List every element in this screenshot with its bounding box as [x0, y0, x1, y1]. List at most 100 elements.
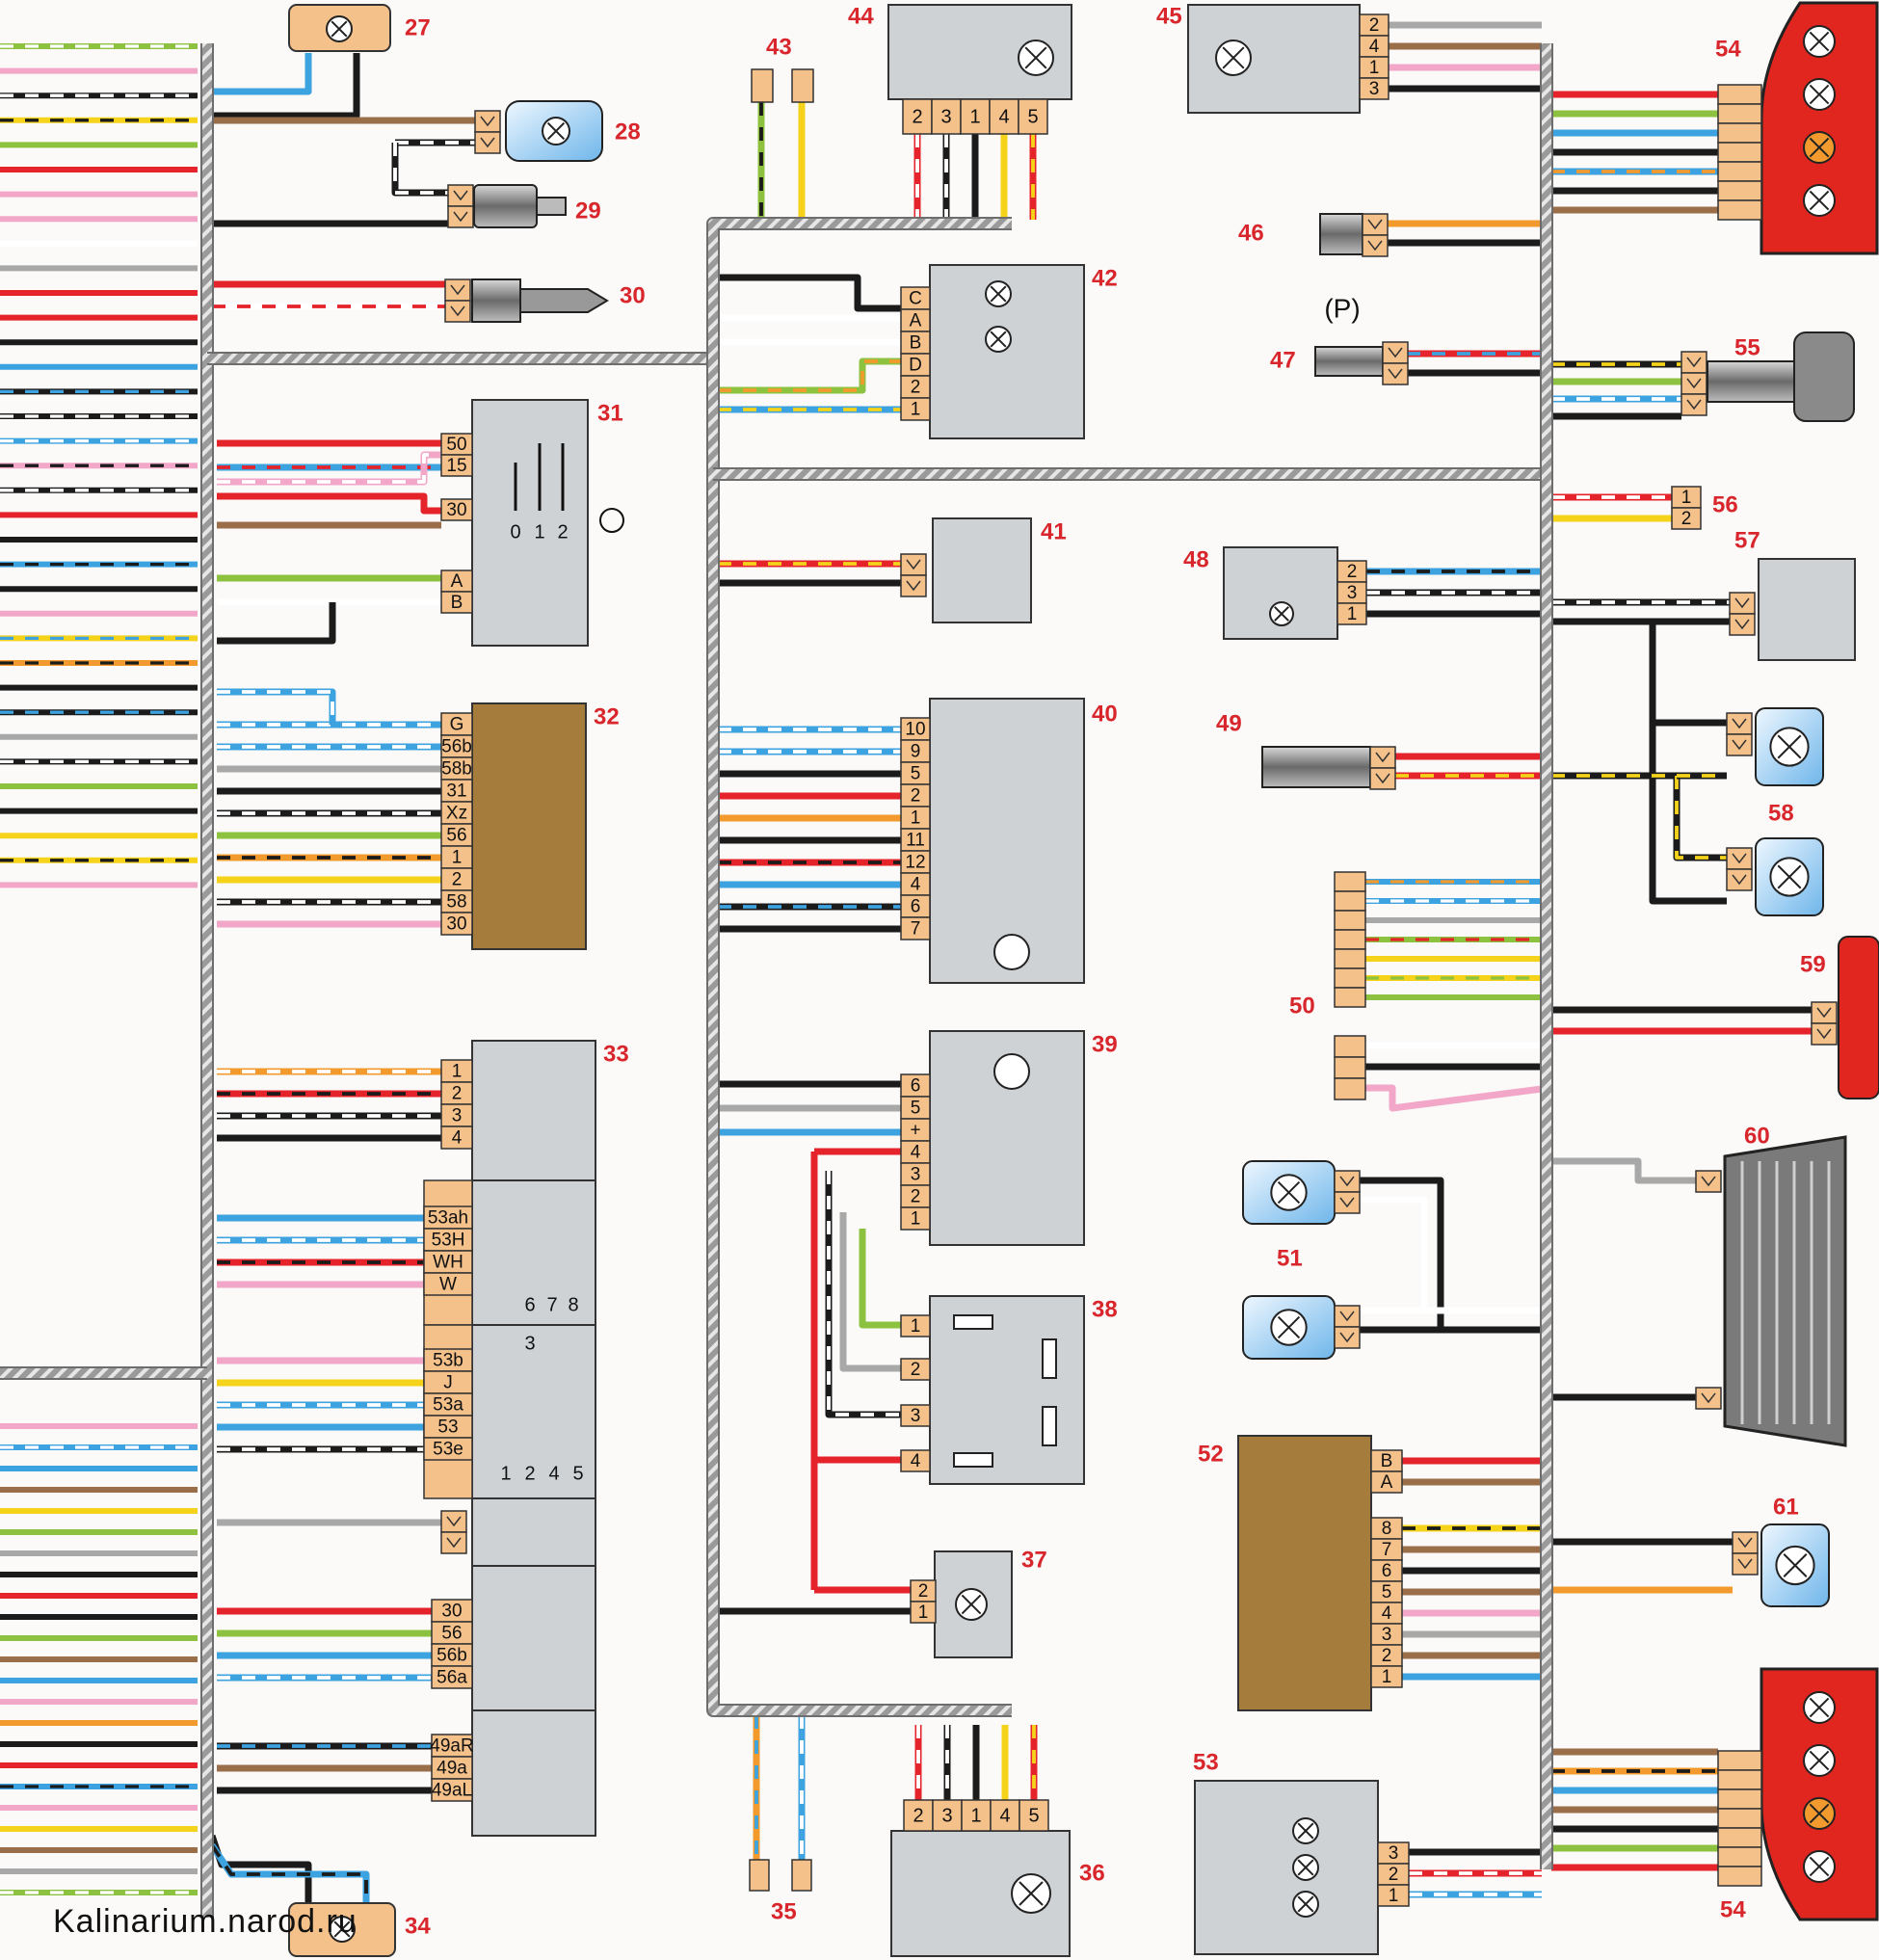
component-number: 45 [1156, 3, 1182, 29]
comp33l-pin-label: 49a [437, 1759, 467, 1779]
comp37-pin-label: 2 [918, 1581, 929, 1602]
component-number: 32 [594, 703, 620, 729]
plug-mark [453, 211, 468, 223]
component-54-rear-light-bottom-pin [1717, 1866, 1762, 1887]
comp33w-pos: 6 [524, 1294, 535, 1315]
comp33w-pin-label: WH [433, 1253, 463, 1273]
comp56-pin [1671, 507, 1702, 530]
plug-58 [1726, 733, 1753, 756]
component-47-switch [1314, 346, 1384, 377]
plug-51 [1334, 1305, 1361, 1328]
key-icon [599, 508, 624, 533]
plug-mark [1388, 368, 1403, 380]
plug-mark [1734, 597, 1750, 609]
comp48-pin-label: 2 [1347, 562, 1358, 582]
plug-mark [1816, 1007, 1832, 1019]
comp33-pin-label: 2 [452, 1084, 463, 1104]
lamp-cross [1024, 46, 1047, 69]
plug-mark [1734, 619, 1750, 630]
comp36-pin-label: 3 [941, 1805, 952, 1826]
comp52-pin [1370, 1665, 1403, 1688]
comp33t-pin [431, 1665, 473, 1689]
comp31-pin-label: 15 [446, 456, 466, 476]
comp32-pin-label: 1 [452, 848, 463, 868]
component-43-plug [751, 68, 774, 103]
component-number: 53 [1193, 1749, 1219, 1775]
lamp-cross [1277, 1315, 1301, 1339]
plug-mark [450, 305, 465, 317]
component-54-rear-light-bottom-pin [1717, 1808, 1762, 1829]
comp44-pin-label: 2 [912, 106, 922, 127]
lamp-cross [1809, 1803, 1830, 1824]
comp33b-pos: 4 [548, 1463, 559, 1484]
comp42-pin-label: A [910, 311, 922, 331]
component-33-turn [471, 1565, 596, 1711]
component-number: 37 [1021, 1547, 1047, 1573]
component-35-plug [791, 1859, 812, 1892]
comp33b-pin-label: 53 [437, 1417, 458, 1438]
comp33w-pin-label: W [439, 1275, 457, 1295]
component-number: 52 [1198, 1441, 1224, 1467]
comp52-pin-label: 4 [1382, 1603, 1392, 1624]
comp33b-pin [423, 1437, 473, 1461]
comp32-pin-label: 56b [441, 737, 472, 757]
component-35-plug [749, 1859, 770, 1892]
component-number: 29 [575, 198, 601, 224]
lamp-cross [1297, 1859, 1314, 1876]
comp53-pin [1377, 1884, 1410, 1907]
comp32-pin-label: 56 [446, 826, 466, 846]
component-57-switch [1758, 558, 1856, 661]
comp39-pin [900, 1206, 931, 1231]
comp40-pin-label: 10 [905, 720, 925, 740]
comp40-pin-label: 1 [911, 808, 921, 829]
comp38-pin-label: 2 [911, 1360, 921, 1380]
component-number: 34 [405, 1913, 431, 1939]
comp31-pin [440, 454, 473, 477]
comp40-pin [900, 916, 931, 940]
component-41-relay [932, 517, 1032, 623]
plug-55 [1681, 393, 1707, 416]
comp33b-pin-label: 53a [433, 1395, 463, 1416]
comp39-pin-label: 1 [911, 1209, 921, 1230]
led-icon-40 [993, 934, 1030, 970]
comp33t-pin-label: 56 [441, 1624, 462, 1644]
plug-mark [480, 137, 495, 148]
component-number: 58 [1768, 800, 1794, 826]
plug-mark [1367, 219, 1383, 230]
component-number: 31 [597, 400, 623, 426]
component-number: 48 [1183, 546, 1209, 572]
plug-46 [1362, 213, 1389, 236]
plug-mark [1701, 1176, 1716, 1187]
resistor [953, 1452, 993, 1468]
comp52-pin-label: 5 [1382, 1582, 1392, 1602]
comp40-pin-label: 7 [911, 919, 921, 940]
comp40-pin-label: 4 [911, 875, 921, 895]
comp33t-pin-label: 30 [441, 1602, 462, 1622]
plug-61 [1732, 1531, 1759, 1554]
wire [859, 1229, 901, 1329]
wire [1649, 622, 1727, 905]
plug-mark [1732, 853, 1747, 864]
component-55-housing [1793, 331, 1855, 422]
comp31-pin-label: 30 [446, 500, 466, 520]
component-33-headlight [471, 1709, 596, 1837]
component-33-horn [471, 1497, 596, 1567]
comp40-pin-label: 5 [911, 764, 921, 784]
plug-51 [1334, 1191, 1361, 1214]
component-50-pin [1334, 1056, 1366, 1079]
comp45-pin-label: 1 [1369, 58, 1380, 78]
lamp-cross [1809, 1697, 1830, 1718]
plug-59 [1811, 1001, 1838, 1024]
lamp-cross [1222, 46, 1245, 69]
lamp-cross [1777, 864, 1802, 889]
component-50-pin [1334, 1035, 1366, 1058]
plug-mark [1737, 1558, 1753, 1570]
plug-mark [1375, 752, 1390, 763]
lamp-cross [1809, 84, 1830, 105]
comp33w-pos: 8 [568, 1294, 578, 1315]
plug-30 [444, 278, 471, 302]
plug-mark [1339, 1311, 1355, 1322]
comp45-pin-label: 2 [1369, 15, 1380, 36]
